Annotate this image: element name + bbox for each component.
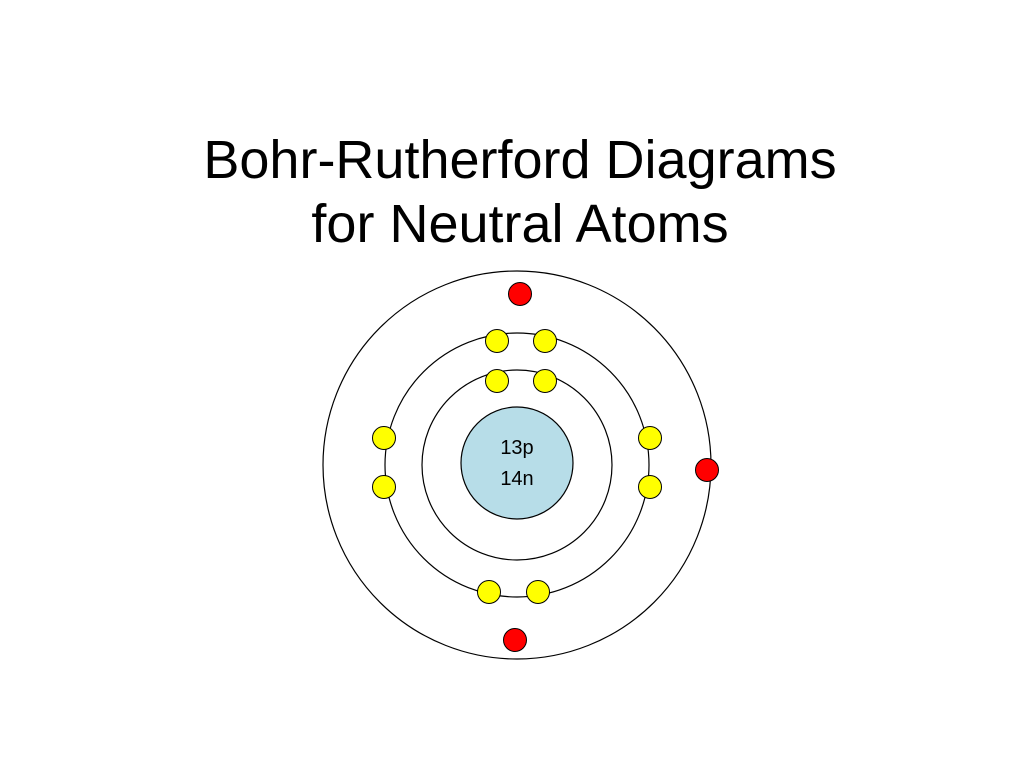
orbit-shell-1 — [421, 369, 613, 561]
electron-shell-2 — [485, 329, 509, 353]
valence-electron — [503, 628, 527, 652]
electron-shell-1 — [533, 369, 557, 393]
electron-shell-2 — [477, 580, 501, 604]
electron-shell-2 — [638, 426, 662, 450]
title-line-1: Bohr-Rutherford Diagrams — [203, 130, 837, 190]
slide-title: Bohr-Rutherford Diagrams for Neutral Ato… — [0, 128, 1024, 256]
nucleus-neutrons-label: 14n — [500, 468, 533, 490]
valence-electron — [695, 458, 719, 482]
nucleus-protons-label: 13p — [500, 437, 533, 459]
electron-shell-2 — [372, 475, 396, 499]
electron-shell-2 — [533, 329, 557, 353]
electron-shell-2 — [372, 426, 396, 450]
electron-shell-1 — [485, 369, 509, 393]
electron-shell-2 — [526, 580, 550, 604]
valence-electron — [508, 282, 532, 306]
electron-shell-2 — [638, 475, 662, 499]
orbit-shell-2 — [384, 332, 650, 598]
nucleus — [460, 406, 574, 520]
title-line-2: for Neutral Atoms — [311, 194, 729, 254]
